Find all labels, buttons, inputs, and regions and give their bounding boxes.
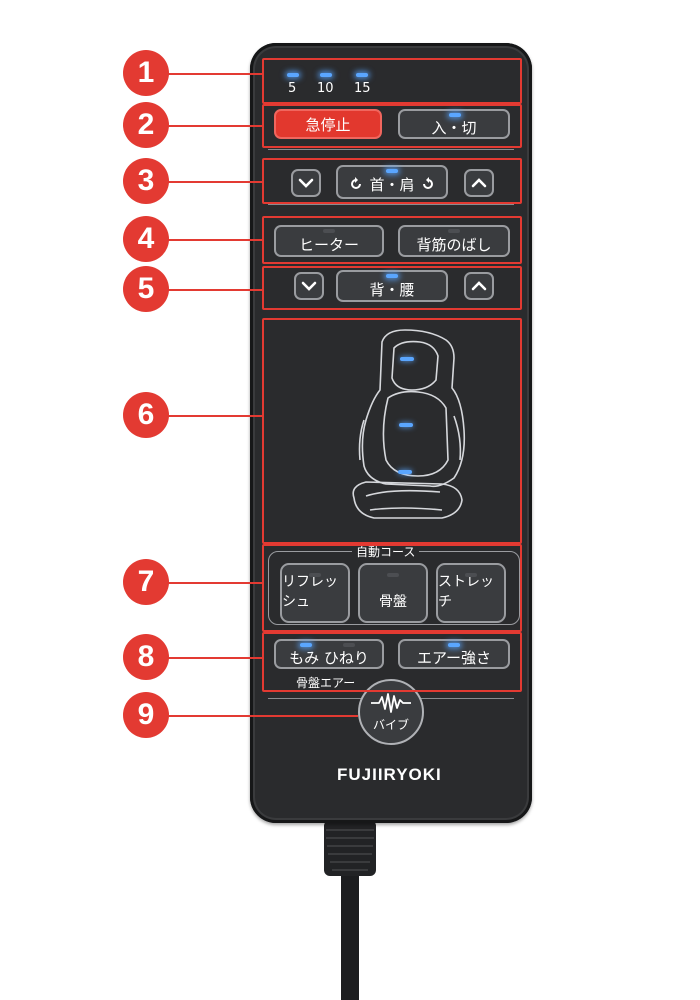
timer-led-10	[320, 73, 332, 77]
air-strength-led	[448, 643, 460, 647]
back-waist-down-button[interactable]	[294, 272, 324, 300]
neck-shoulder-up-button[interactable]	[464, 169, 494, 197]
vibration-wave-icon	[371, 693, 411, 713]
heater-led	[323, 229, 335, 233]
course-stretch-led	[465, 573, 477, 577]
annotation-box-7	[262, 544, 522, 632]
annotation-box-1	[262, 58, 522, 104]
pelvis-air-label: 骨盤エアー	[296, 676, 356, 690]
leader-1	[162, 73, 262, 75]
chevron-down-icon	[301, 281, 317, 291]
annotation-box-3	[262, 158, 522, 204]
badge-7: 7	[123, 559, 169, 605]
leader-2	[162, 125, 262, 127]
power-cord	[324, 820, 376, 1000]
vibe-label: バイブ	[372, 718, 409, 732]
leader-8	[162, 657, 262, 659]
annotation-box-2	[262, 104, 522, 148]
rotate-left-icon	[351, 177, 362, 189]
auto-course-label: 自動コース	[352, 543, 420, 560]
leader-7	[162, 582, 262, 584]
stretch-back-button[interactable]: 背筋のばし	[398, 225, 510, 257]
badge-1: 1	[123, 50, 169, 96]
badge-4: 4	[123, 216, 169, 262]
chevron-up-icon	[471, 281, 487, 291]
badge-2: 2	[123, 102, 169, 148]
timer-led-15	[356, 73, 368, 77]
leader-5	[162, 289, 262, 291]
course-refresh-led	[309, 573, 321, 577]
timer-label-15: 15	[354, 81, 371, 96]
badge-5: 5	[123, 266, 169, 312]
annotation-box-8	[262, 632, 522, 692]
leader-3	[162, 181, 262, 183]
course-pelvis-led	[387, 573, 399, 577]
stretch-back-led	[448, 229, 460, 233]
badge-9: 9	[123, 692, 169, 738]
chevron-up-icon	[471, 178, 487, 188]
leader-6	[162, 415, 262, 417]
massage-seat-icon	[352, 329, 466, 519]
twist-led	[343, 643, 355, 647]
annotation-box-5	[262, 266, 522, 310]
power-led	[449, 113, 461, 117]
knead-twist-button[interactable]: もみ ひねり	[274, 639, 384, 669]
back-waist-led	[386, 274, 398, 278]
neck-shoulder-led	[386, 169, 398, 173]
timer-label-5: 5	[288, 81, 297, 96]
annotation-box-4	[262, 216, 522, 264]
annotation-box-6	[262, 318, 522, 544]
rotate-right-icon	[422, 177, 433, 189]
back-waist-up-button[interactable]	[464, 272, 494, 300]
neck-shoulder-down-button[interactable]	[291, 169, 321, 197]
badge-6: 6	[123, 392, 169, 438]
separator	[268, 204, 514, 205]
neck-shoulder-label: 首・肩	[369, 175, 415, 194]
badge-3: 3	[123, 158, 169, 204]
timer-led-5	[287, 73, 299, 77]
emergency-stop-button[interactable]: 急停止	[274, 109, 382, 139]
separator	[268, 149, 514, 150]
badge-8: 8	[123, 634, 169, 680]
leader-9	[162, 715, 358, 717]
knead-led	[300, 643, 312, 647]
brand-logo: FUJIIRYOKI	[337, 765, 442, 784]
chevron-down-icon	[298, 178, 314, 188]
leader-4	[162, 239, 262, 241]
timer-label-10: 10	[317, 81, 334, 96]
